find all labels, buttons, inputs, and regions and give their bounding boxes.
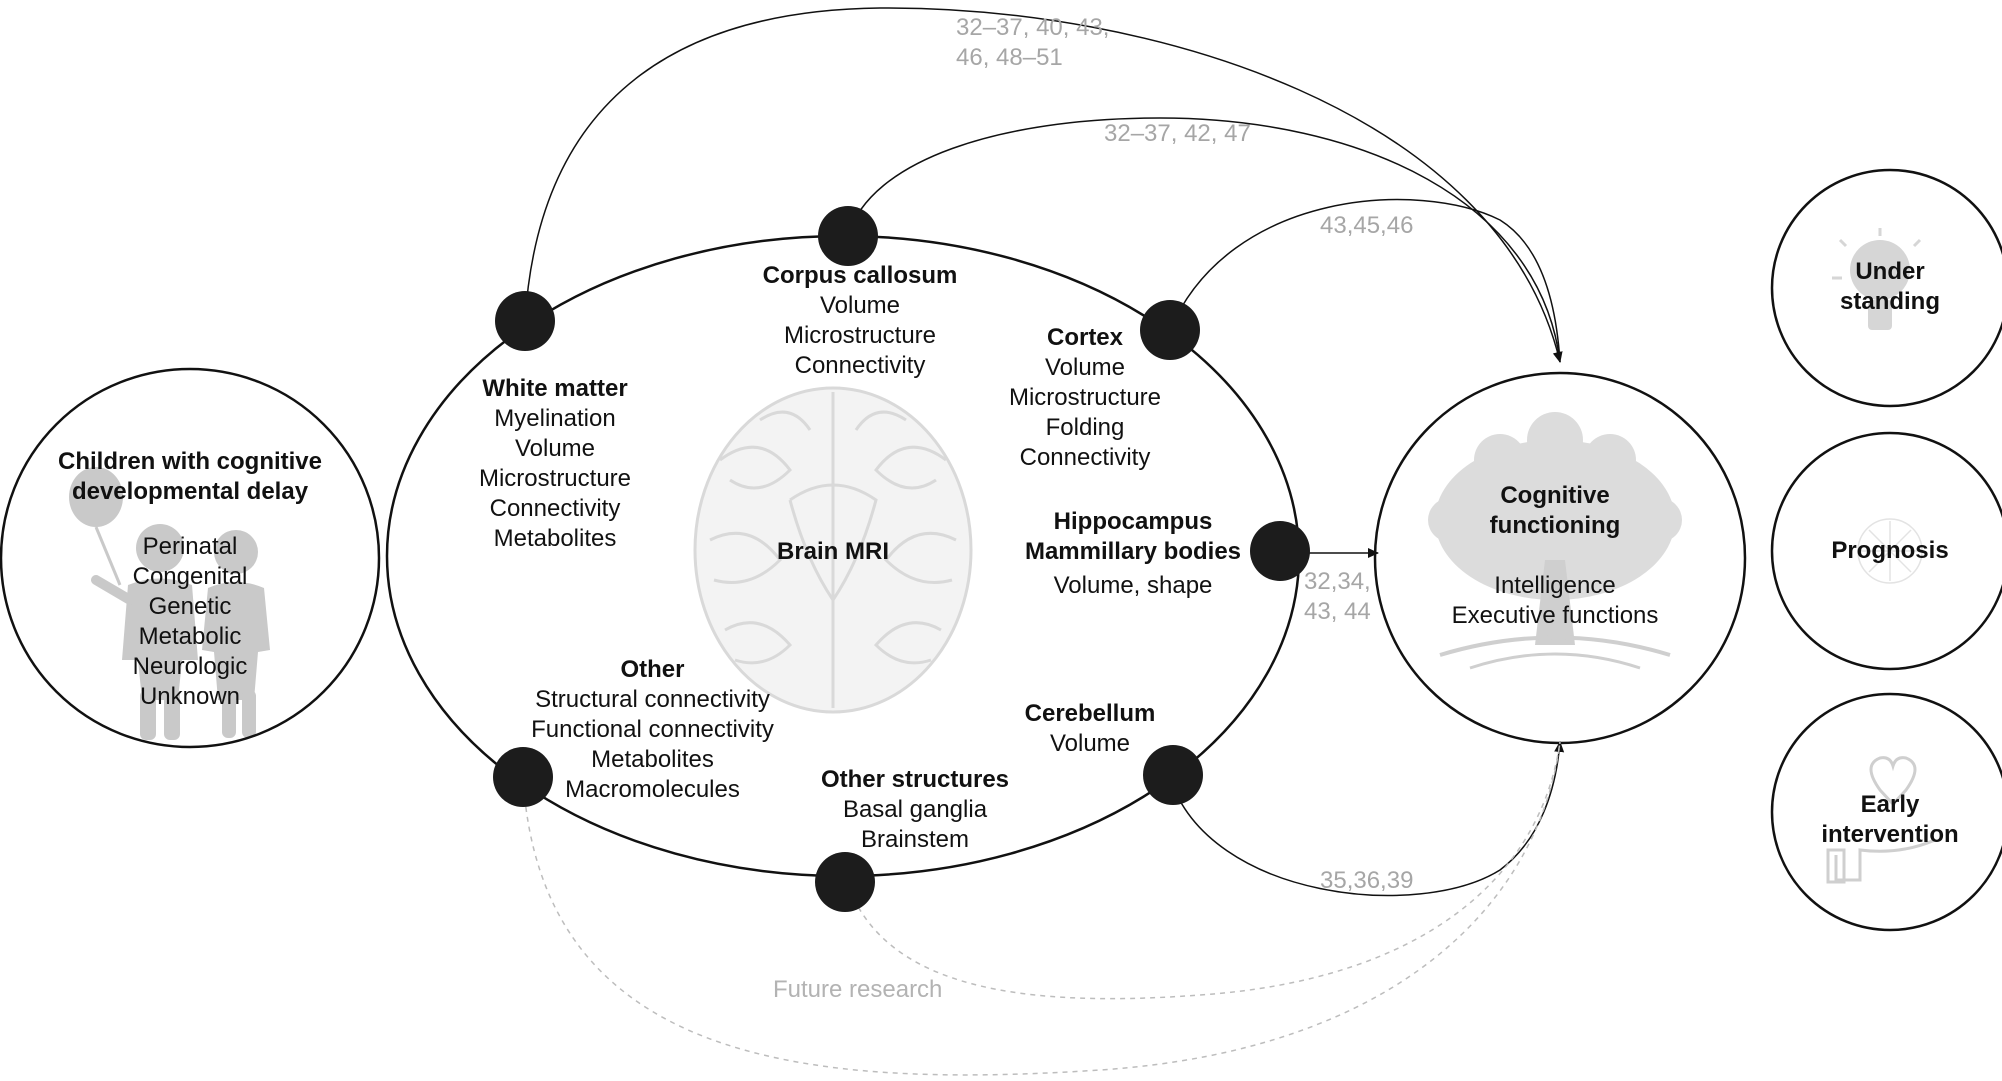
- cortex-references: 43,45,46: [1320, 212, 1414, 239]
- cortex-connector: [1169, 198, 1561, 363]
- early-intervention-label: Early intervention: [1821, 791, 1959, 848]
- brain-mri-label: Brain MRI: [776, 538, 889, 565]
- hippocampus-node: [1250, 521, 1310, 581]
- brain-mri-icon: [693, 386, 973, 714]
- cerebellum-references: 35,36,39: [1320, 867, 1414, 894]
- prognosis-label: Prognosis: [1831, 537, 1949, 564]
- white-matter-text: White matter Myelination Volume Microstr…: [478, 375, 632, 552]
- children-circle: [0, 367, 381, 749]
- children-title: Children with cognitive developmental de…: [57, 448, 322, 505]
- future-connector-other-structures: [845, 741, 1561, 1000]
- lightbulb-icon: [1832, 228, 1922, 330]
- cognitive-functioning-items: Intelligence Executive functions: [1451, 572, 1659, 629]
- future-connector-other: [522, 741, 1561, 1076]
- sunburst-icon: [1857, 518, 1923, 584]
- cortex-node: [1140, 300, 1200, 360]
- cortex-text: Cortex Volume Microstructure Folding Con…: [1008, 324, 1162, 471]
- future-research-label: Future research: [773, 976, 943, 1003]
- children-causes: Perinatal Congenital Genetic Metabolic N…: [132, 533, 248, 710]
- future-research-connectors: [522, 741, 1561, 1076]
- white-matter-connector: [524, 7, 1563, 363]
- child-with-balloon-icon: [69, 467, 270, 740]
- corpus-callosum-references: 32–37, 42, 47: [1104, 120, 1251, 147]
- cognitive-functioning-title: Cognitive functioning: [1489, 482, 1621, 539]
- white-matter-references: 32–37, 40, 43, 46, 48–51: [956, 14, 1110, 71]
- early-intervention-circle: [1770, 692, 2002, 932]
- corpus-callosum-node: [818, 206, 878, 266]
- hippocampus-text: Hippocampus Mammillary bodies Volume, sh…: [1024, 508, 1242, 599]
- prognosis-circle: [1770, 431, 2002, 671]
- understanding-label: Under standing: [1840, 258, 1940, 315]
- understanding-circle: [1770, 168, 2002, 408]
- other-text: Other Structural connectivity Functional…: [531, 656, 774, 803]
- hand-heart-icon: [1826, 756, 1936, 884]
- other-structures-node: [815, 852, 875, 912]
- other-node: [493, 747, 553, 807]
- cerebellum-text: Cerebellum Volume: [1024, 700, 1156, 757]
- hippocampus-references: 32,34, 43, 44: [1304, 568, 1371, 625]
- connectors: [524, 7, 1565, 897]
- other-structures-text: Other structures Basal ganglia Brainstem: [820, 766, 1010, 853]
- corpus-callosum-text: Corpus callosum Volume Microstructure Co…: [762, 262, 958, 379]
- nodes: [493, 206, 1310, 912]
- corpus-callosum-connector: [847, 117, 1561, 363]
- cerebellum-connector: [1169, 741, 1565, 897]
- tree-icon: [1428, 412, 1682, 670]
- cerebellum-node: [1143, 745, 1203, 805]
- white-matter-node: [495, 291, 555, 351]
